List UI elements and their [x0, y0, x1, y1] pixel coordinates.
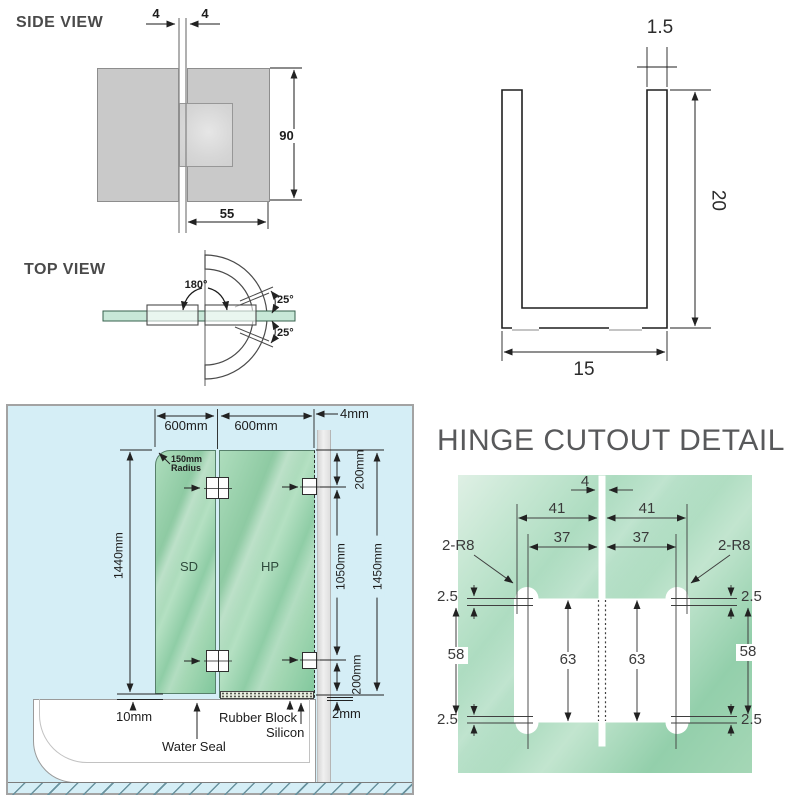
dim-glass-gap-left: 4	[152, 6, 160, 21]
dim-offset-top-right: 2.5	[741, 588, 762, 605]
top-view-title: TOP VIEW	[24, 261, 106, 278]
radius-note-value: 150mm	[171, 454, 203, 464]
dim-37-left: 37	[553, 529, 571, 546]
dim-58-left: 58	[444, 646, 468, 664]
dim-angle-top: 25°	[277, 294, 294, 306]
wall-bracket-top	[302, 478, 317, 495]
label-rubber-block: Rubber Block	[219, 710, 298, 725]
dim-channel-depth: 20	[707, 189, 729, 212]
dim-bottom-offset: 200mm	[349, 654, 364, 695]
dim-wall-gap: 4mm	[340, 406, 369, 421]
dim-hinge-span: 1050mm	[333, 535, 348, 598]
dim-37-right: 37	[632, 529, 650, 546]
dim-channel-thickness: 1.5	[646, 17, 674, 38]
dim-panel-height: 1440mm	[111, 525, 126, 586]
dim-41-right: 41	[638, 500, 656, 517]
hinge-top-center	[206, 477, 229, 499]
dim-63-left: 63	[556, 651, 580, 669]
dim-swing-angle: 180°	[184, 279, 208, 291]
dim-hinge-width: 55	[216, 206, 238, 222]
dim-seal-gap: 2mm	[332, 706, 361, 721]
label-silicon: Silicon	[266, 725, 305, 740]
hinge-detail-title: HINGE CUTOUT DETAIL	[437, 424, 785, 457]
hinge-detail-glass-panel	[458, 475, 752, 773]
side-view-title: SIDE VIEW	[16, 14, 104, 31]
u-channel-lines	[501, 47, 711, 361]
panel-label-hp: HP	[260, 559, 280, 574]
side-view-left-plate	[97, 68, 179, 202]
dim-58-right: 58	[736, 643, 760, 661]
dim-glass-gap-right: 4	[201, 6, 209, 21]
dim-floor-gap: 10mm	[116, 709, 153, 724]
dim-slot-width: 4	[580, 473, 590, 490]
floor-hatch	[8, 782, 412, 795]
side-view-hinge-boss	[179, 103, 233, 167]
top-view-lines	[102, 250, 296, 386]
dim-top-offset: 200mm	[352, 449, 367, 490]
rubber-block-strip	[220, 691, 314, 699]
dim-angle-bottom: 25°	[277, 327, 294, 339]
dim-total-height: 1450mm	[370, 535, 385, 598]
wall-strip	[317, 430, 331, 783]
radius-note-word: Radius	[171, 463, 202, 473]
dim-41-left: 41	[548, 500, 566, 517]
label-water-seal: Water Seal	[162, 739, 226, 754]
panel-label-sd: SD	[179, 559, 199, 574]
dim-offset-top-left: 2.5	[437, 588, 458, 605]
dim-channel-width: 15	[573, 359, 595, 380]
dim-offset-bottom-right: 2.5	[741, 711, 762, 728]
dim-63-right: 63	[625, 651, 649, 669]
hinge-bottom-center	[206, 650, 229, 672]
wall-bracket-bottom	[302, 652, 317, 669]
dim-hinge-height: 90	[276, 128, 297, 144]
dim-panel-width-right: 600mm	[234, 418, 278, 433]
dim-radius-right: 2-R8	[718, 537, 751, 554]
dim-radius-left: 2-R8	[442, 537, 475, 554]
dim-panel-width-left: 600mm	[164, 418, 208, 433]
dim-offset-bottom-left: 2.5	[437, 711, 458, 728]
